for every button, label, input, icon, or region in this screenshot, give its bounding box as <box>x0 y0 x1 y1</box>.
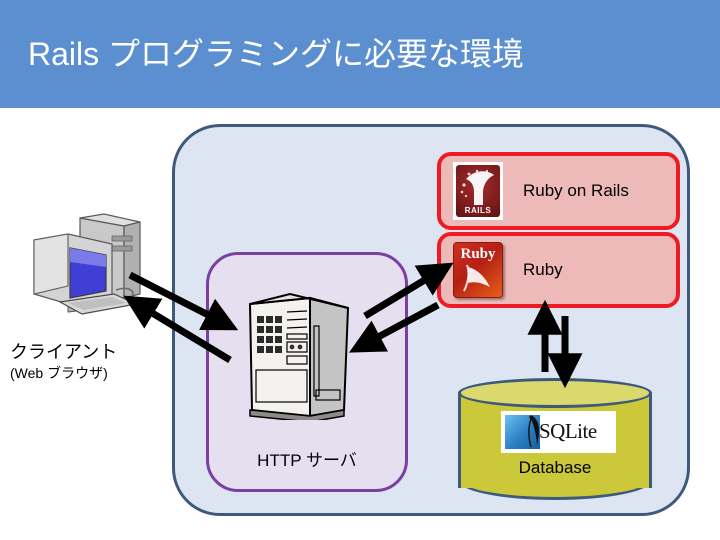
sqlite-logo: SQLite <box>501 411 616 453</box>
http-server-label: HTTP サーバ <box>257 451 357 470</box>
ruby-logo-text: Ruby <box>460 246 496 262</box>
ruby-box[interactable]: Ruby Ruby <box>437 232 680 308</box>
ruby-on-rails-box[interactable]: RAILS Ruby on Rails <box>437 152 680 230</box>
server-tower-icon <box>242 290 354 423</box>
slide-header-band: Rails プログラミングに必要な環境 <box>0 0 720 108</box>
sqlite-logo-text: SQLite <box>539 419 597 443</box>
ruby-label: Ruby <box>523 260 563 279</box>
ruby-logo: Ruby <box>453 242 503 298</box>
rails-logo-text: RAILS <box>464 206 492 215</box>
database-cylinder[interactable]: SQLite Database <box>458 378 652 502</box>
client-sublabel: (Web ブラウザ) <box>10 365 108 381</box>
database-cylinder-top <box>458 378 652 408</box>
ruby-on-rails-label: Ruby on Rails <box>523 181 629 200</box>
slide-title: Rails プログラミングに必要な環境 <box>28 36 525 72</box>
client-label: クライアント <box>10 342 118 362</box>
desktop-computer-icon <box>8 212 148 324</box>
database-label: Database <box>518 458 592 477</box>
rails-logo: RAILS <box>453 162 503 220</box>
